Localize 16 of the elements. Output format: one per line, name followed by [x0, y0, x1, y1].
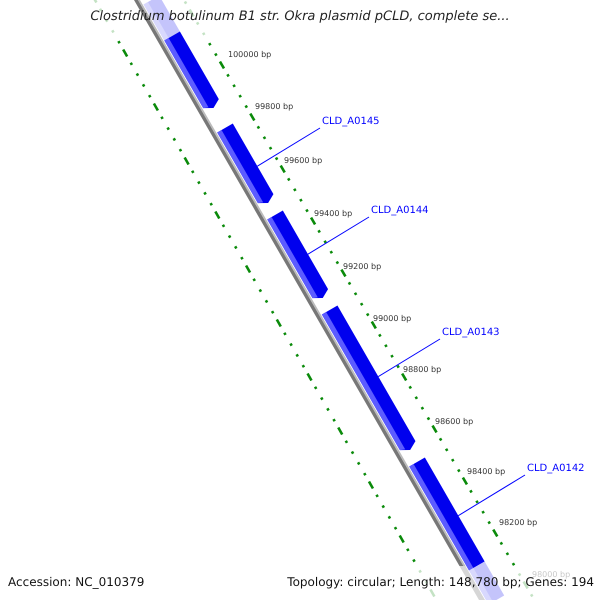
leader-line [458, 474, 526, 516]
tick-label: 99000 bp [373, 314, 412, 324]
gene-label: CLD_A0144 [371, 205, 429, 217]
tick-label: 98800 bp [403, 365, 442, 375]
tick-label: 99600 bp [284, 156, 322, 166]
leader-line [256, 128, 320, 167]
tick-label: 98600 bp [435, 417, 474, 427]
tick-label: 99400 bp [314, 209, 352, 219]
gene-block [217, 124, 274, 204]
tick-label: 98400 bp [467, 467, 506, 477]
gene-label: CLD_A0143 [442, 327, 500, 339]
gene-label: CLD_A0142 [527, 463, 585, 475]
gene-label: CLD_A0145 [322, 116, 380, 128]
accession-text: Accession: NC_010379 [8, 575, 144, 590]
leader-line [378, 338, 440, 378]
leader-line [307, 216, 370, 255]
